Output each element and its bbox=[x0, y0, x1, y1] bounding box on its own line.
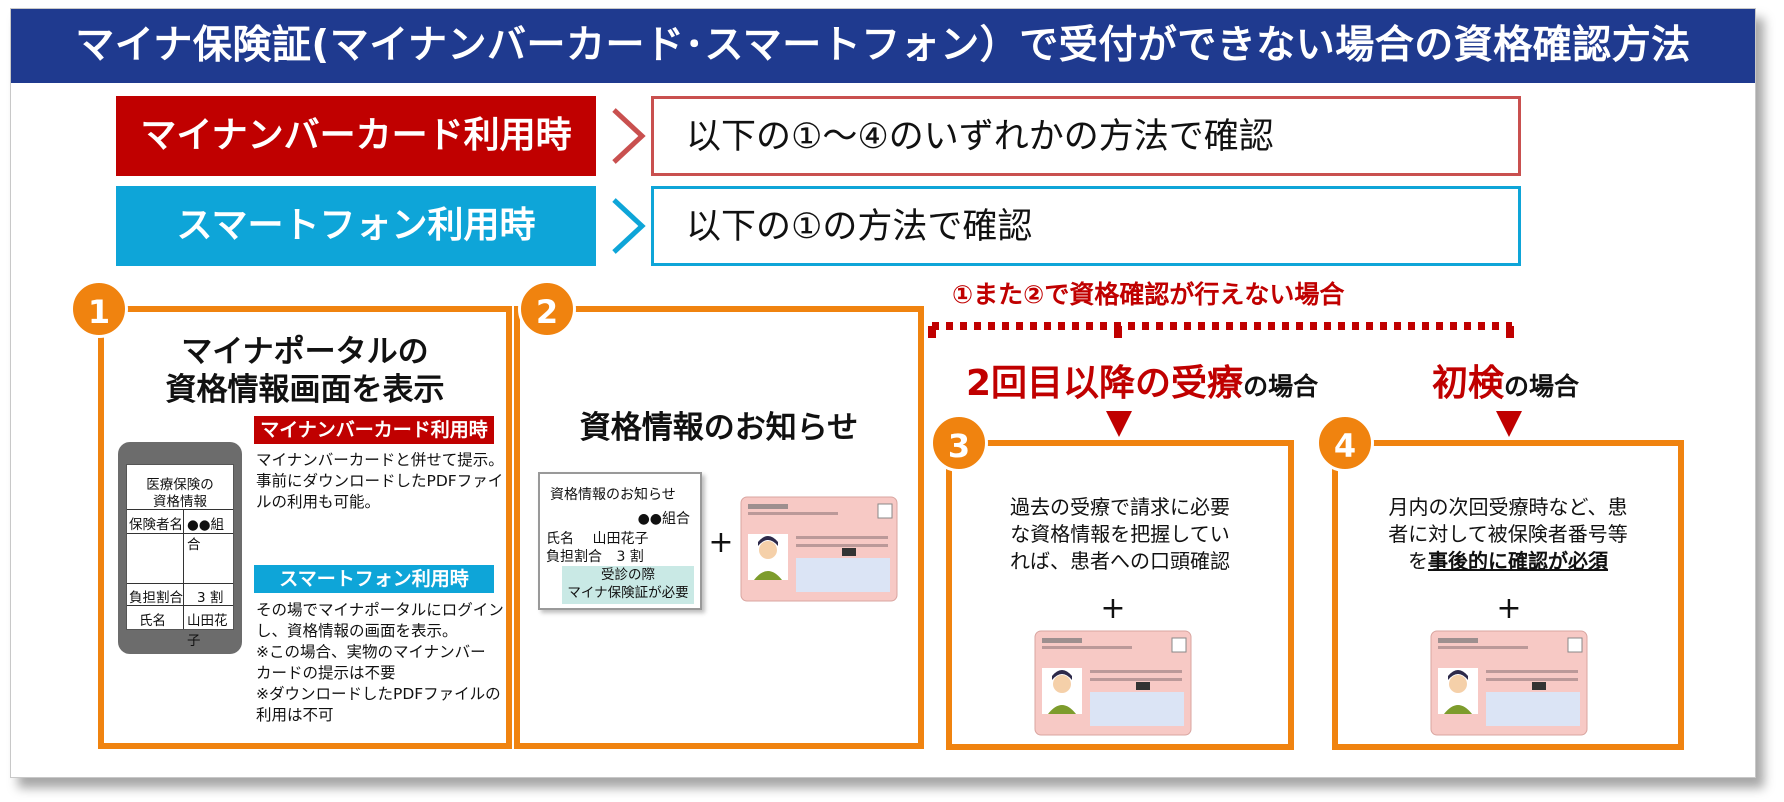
panel1-title-line2: 資格情報画面を表示 bbox=[165, 372, 445, 408]
notice-name: 氏名 山田花子 bbox=[546, 528, 648, 548]
notice-note-line: マイナ保険証が必要 bbox=[567, 585, 689, 601]
chevron-right-icon bbox=[612, 198, 646, 254]
panel4-text-line: 月内の次回受療時など、患 bbox=[1388, 495, 1628, 519]
panel4-text: 月内の次回受療時など、患 者に対して被保険者番号等 を事後的に確認が必須 bbox=[1348, 494, 1668, 575]
phone-note: その場でマイナポータルにログイン し、資格情報の画面を表示。 ※この場合、実物の… bbox=[256, 600, 506, 726]
row-label-phone: スマートフォン利用時 bbox=[116, 186, 596, 266]
screen-name-value: 山田花子 bbox=[187, 613, 228, 649]
card-note-line: マイナンバーカードと併せて提示。 bbox=[256, 451, 504, 469]
notice-note-line: 受診の際 bbox=[601, 567, 655, 583]
row-text-card: 以下の①～④のいずれかの方法で確認 bbox=[651, 96, 1521, 176]
panel3-text: 過去の受療で請求に必要 な資格情報を把握してい れば、患者への口頭確認 bbox=[960, 494, 1280, 575]
notice-title: 資格情報のお知らせ bbox=[550, 487, 676, 503]
panel3-text-line: れば、患者への口頭確認 bbox=[1010, 549, 1230, 573]
chevron-right-icon bbox=[612, 108, 646, 164]
panel4-text-line: 者に対して被保険者番号等 bbox=[1388, 522, 1628, 546]
panel3-heading-em: 2回目以降の受療 bbox=[966, 363, 1244, 404]
notice-name-label: 氏名 bbox=[546, 531, 574, 547]
notice-ratio: 負担割合 3 割 bbox=[546, 546, 644, 566]
screen-name-label: 氏名 bbox=[139, 613, 166, 629]
notice-ratio-label: 負担割合 bbox=[546, 549, 602, 565]
tag-phone: スマートフォン利用時 bbox=[254, 565, 494, 593]
phone-note-line: 利用は不可 bbox=[256, 706, 334, 724]
panel3-text-line: な資格情報を把握してい bbox=[1010, 522, 1230, 546]
panel4-text-prefix: を bbox=[1408, 549, 1428, 573]
notice-name-value: 山田花子 bbox=[592, 531, 649, 547]
condition-label: ①また②で資格確認が行えない場合 bbox=[952, 280, 1345, 309]
plus-sign: + bbox=[708, 525, 734, 560]
panel3-heading: 2回目以降の受療の場合 bbox=[966, 354, 1318, 406]
notice-insurer: ●●組合 bbox=[637, 511, 690, 527]
row-text-phone: 以下の①の方法で確認 bbox=[651, 186, 1521, 266]
panel4-heading: 初検の場合 bbox=[1432, 354, 1579, 406]
phone-note-line: カードの提示は不要 bbox=[256, 664, 396, 682]
screen-ratio-label: 負担割合 bbox=[129, 590, 183, 606]
badge-2: 2 bbox=[518, 280, 576, 338]
triangle-down-icon bbox=[1106, 411, 1132, 437]
panel2-title: 資格情報のお知らせ bbox=[579, 410, 859, 446]
screen-insurer-value: ●●組合 bbox=[187, 517, 225, 553]
panel4-heading-rest: の場合 bbox=[1504, 372, 1580, 401]
screen-header-2: 資格情報 bbox=[153, 494, 207, 510]
screen-header-1: 医療保険の bbox=[146, 477, 214, 493]
row-label-card: マイナンバーカード利用時 bbox=[116, 96, 596, 176]
panel3-text-line: 過去の受療で請求に必要 bbox=[1010, 495, 1230, 519]
panel3-heading-rest: の場合 bbox=[1243, 372, 1319, 401]
tag-card: マイナンバーカード利用時 bbox=[254, 416, 494, 444]
badge-4: 4 bbox=[1316, 414, 1374, 472]
screen-ratio-value: 3 割 bbox=[197, 590, 224, 606]
card-note-line: 事前にダウンロードしたPDFファイ bbox=[256, 472, 504, 490]
panel4-text-underlined: 事後的に確認が必須 bbox=[1428, 549, 1608, 573]
phone-note-line: その場でマイナポータルにログイン bbox=[256, 601, 504, 619]
plus-sign: + bbox=[1496, 591, 1522, 626]
my-number-card-icon bbox=[1034, 630, 1192, 736]
plus-sign: + bbox=[1100, 591, 1126, 626]
notice-note: 受診の際 マイナ保険証が必要 bbox=[562, 566, 694, 604]
phone-note-line: ※この場合、実物のマイナンバー bbox=[256, 643, 486, 661]
card-note: マイナンバーカードと併せて提示。 事前にダウンロードしたPDFファイ ルの利用も… bbox=[256, 450, 506, 513]
panel4-heading-em: 初検 bbox=[1432, 363, 1505, 404]
condition-bracket bbox=[928, 322, 1514, 338]
panel1-title-line1: マイナポータルの bbox=[181, 334, 429, 370]
badge-3: 3 bbox=[930, 414, 988, 472]
my-number-card-icon bbox=[740, 496, 898, 602]
page-title: マイナ保険証(マイナンバーカード･スマートフォン）で受付ができない場合の資格確認… bbox=[11, 9, 1755, 83]
card-note-line: ルの利用も可能。 bbox=[256, 493, 381, 511]
panel4-text-line3: を事後的に確認が必須 bbox=[1348, 548, 1668, 575]
phone-screen: 医療保険の 資格情報 保険者名 ●●組合 負担割合 3 割 氏名 山田花子 bbox=[126, 464, 234, 649]
phone-note-line: ※ダウンロードしたPDFファイルの bbox=[256, 685, 501, 703]
badge-1: 1 bbox=[70, 280, 128, 338]
notice-document: 資格情報のお知らせ ●●組合 氏名 山田花子 負担割合 3 割 受診の際 マイナ… bbox=[538, 472, 702, 610]
screen-insurer-label: 保険者名 bbox=[129, 517, 183, 533]
phone-note-line: し、資格情報の画面を表示。 bbox=[256, 622, 458, 640]
triangle-down-icon bbox=[1496, 411, 1522, 437]
my-number-card-icon bbox=[1430, 630, 1588, 736]
notice-ratio-value: 3 割 bbox=[616, 549, 644, 565]
